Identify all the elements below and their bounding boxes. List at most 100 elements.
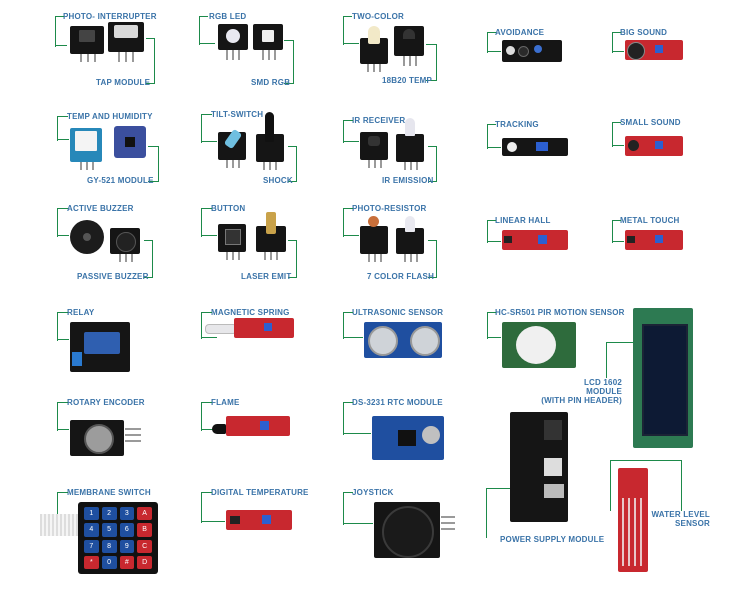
leader-line: [57, 139, 69, 140]
ds18b20-module: [394, 26, 424, 56]
leader-line: [612, 241, 624, 242]
leader-line: [57, 235, 69, 236]
label-membrane-switch: MEMBRANE SWITCH: [67, 488, 151, 497]
photo-interrupter-module: [70, 26, 104, 54]
rotary-encoder-module: [70, 420, 124, 456]
label-metal-touch: METAL TOUCH: [620, 216, 680, 225]
small-sound-module: [625, 136, 683, 156]
label-pir-motion: HC-SR501 PIR MOTION SENSOR: [495, 308, 625, 317]
leader-line: [199, 43, 215, 44]
flame-sensor-led: [212, 424, 226, 434]
membrane-ribbon: [40, 514, 78, 536]
photo-resistor-module: [360, 216, 388, 254]
leader-line: [144, 240, 153, 278]
tracking-module: [502, 138, 568, 156]
keypad-key: 7: [84, 539, 99, 553]
keypad-key: D: [137, 555, 152, 569]
leader-line: [57, 492, 68, 523]
label-relay: RELAY: [67, 308, 95, 317]
label-shock: SHOCK: [263, 176, 293, 185]
leader-line: [201, 208, 212, 237]
label-laser-emit: LASER EMIT: [241, 272, 292, 281]
label-two-color: TWO-COLOR: [352, 12, 405, 21]
leader-line: [57, 312, 68, 341]
label-7-color-flash: 7 COLOR FLASH: [367, 272, 435, 281]
flame-module: [226, 416, 290, 436]
label-ir-receiver: IR RECEIVER: [352, 116, 406, 125]
keypad-key: 0: [101, 555, 117, 569]
tap-module: [108, 22, 144, 52]
label-magnetic-spring: MAGNETIC SPRING: [211, 308, 290, 317]
water-level-sensor: [618, 468, 648, 572]
leader-line: [612, 122, 621, 147]
label-water-level-1: WATER LEVEL: [651, 510, 710, 519]
leader-line: [612, 32, 621, 53]
leader-line: [487, 241, 501, 242]
keypad-key: 4: [84, 523, 99, 537]
leader-line: [343, 235, 359, 236]
label-tap-module: TAP MODULE: [96, 78, 151, 87]
label-rotary-encoder: ROTARY ENCODER: [67, 398, 145, 407]
leader-line: [343, 402, 353, 435]
keypad-key: 1: [84, 507, 99, 521]
smd-rgb-module: [253, 24, 283, 50]
leader-line: [606, 342, 607, 378]
label-tracking: TRACKING: [495, 120, 539, 129]
keypad-key: 8: [101, 539, 117, 553]
label-lcd-line2: MODULE: [586, 387, 622, 396]
metal-touch-module: [625, 230, 683, 250]
leader-line: [610, 460, 682, 511]
keypad-key: 6: [119, 523, 135, 537]
leader-line: [201, 114, 212, 143]
dht11-module: [70, 128, 102, 162]
label-joystick: JOYSTICK: [352, 488, 394, 497]
label-passive-buzzer: PASSIVE BUZZER: [77, 272, 149, 281]
ultrasonic-module: [364, 322, 442, 358]
leader-line: [487, 124, 496, 149]
reed-switch: [205, 324, 237, 334]
keypad-key: A: [137, 507, 152, 521]
leader-line: [487, 220, 496, 243]
big-sound-module: [625, 40, 683, 60]
leader-line: [487, 51, 501, 52]
leader-line: [487, 312, 496, 339]
avoidance-module: [502, 40, 562, 62]
leader-line: [343, 492, 353, 525]
linear-hall-module: [502, 230, 568, 250]
digital-temperature-module: [226, 510, 292, 530]
keypad-key: 2: [101, 507, 117, 521]
leader-line: [284, 40, 294, 84]
label-ultrasonic-sensor: ULTRASONIC SENSOR: [352, 308, 444, 317]
leader-line: [201, 337, 217, 338]
leader-line: [201, 492, 212, 523]
leader-line: [288, 146, 297, 182]
joystick-module: [374, 502, 440, 558]
leader-line: [487, 147, 501, 148]
lcd-1602-module: [633, 308, 693, 448]
leader-line: [487, 337, 501, 338]
leader-line: [201, 312, 212, 339]
keypad-key: C: [137, 539, 152, 553]
keypad-key: 9: [119, 539, 135, 553]
leader-line: [343, 337, 363, 338]
leader-line: [487, 32, 496, 53]
leader-line: [57, 339, 69, 340]
leader-line: [612, 145, 624, 146]
label-linear-hall: LINEAR HALL: [495, 216, 551, 225]
leader-line: [426, 44, 437, 81]
leader-line: [486, 488, 510, 489]
keypad-key: 3: [119, 507, 135, 521]
leader-line: [343, 433, 371, 434]
leader-line: [343, 312, 353, 339]
label-lcd-line3: (WITH PIN HEADER): [541, 396, 622, 405]
label-power-supply: POWER SUPPLY MODULE: [500, 535, 605, 544]
label-water-level-2: SENSOR: [675, 519, 710, 528]
leader-line: [201, 141, 217, 142]
label-small-sound: SMALL SOUND: [620, 118, 681, 127]
label-digital-temperature: DIGITAL TEMPERATURE: [211, 488, 309, 497]
leader-line: [343, 523, 373, 524]
keypad-key: B: [137, 523, 152, 537]
label-avoidance: AVOIDANCE: [495, 28, 545, 37]
color-flash-module: [396, 216, 424, 254]
